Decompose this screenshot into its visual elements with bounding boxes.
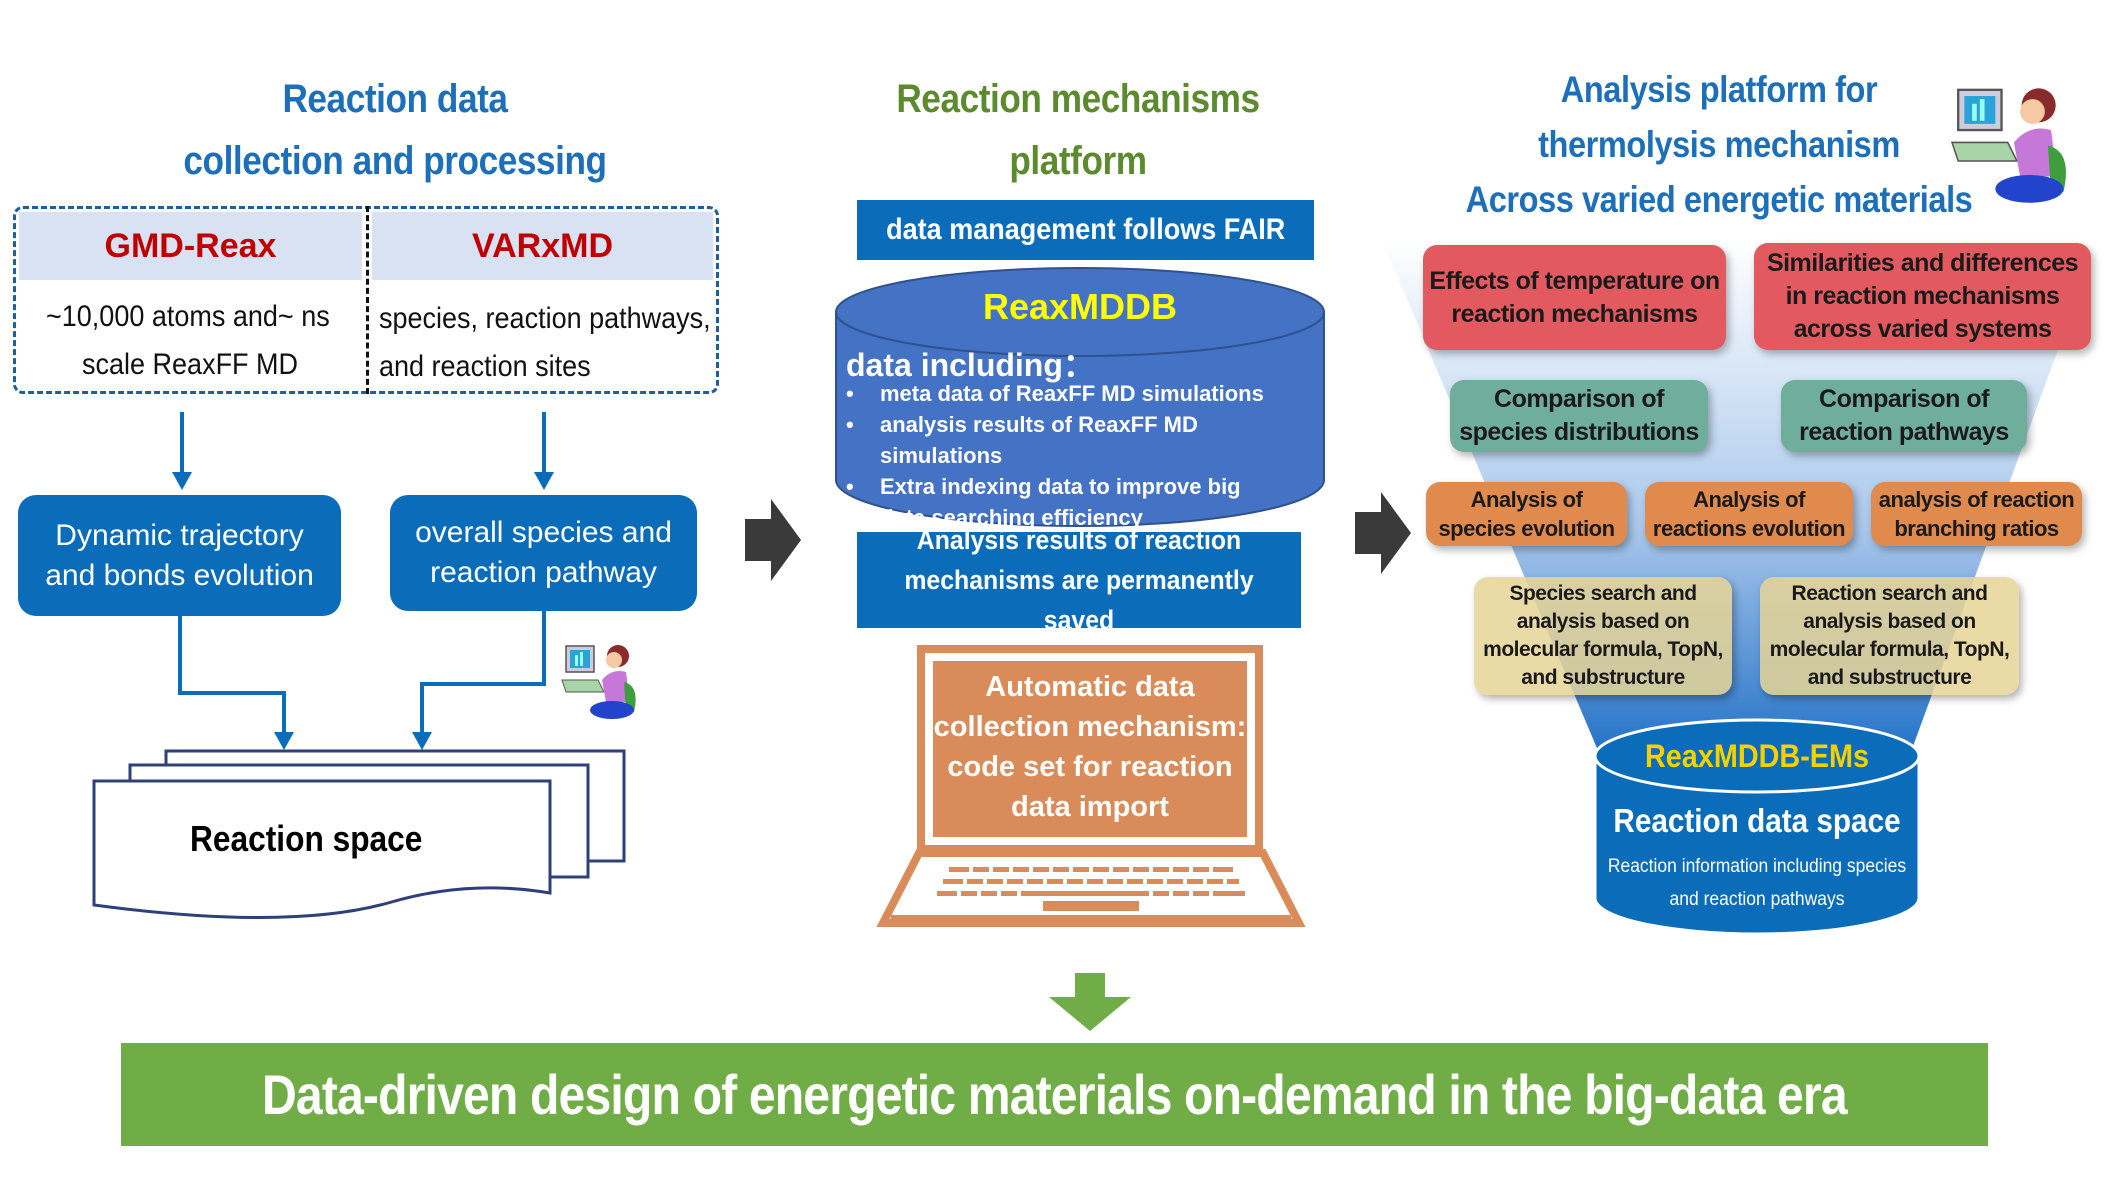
- gmd-reax-header: GMD-Reax: [19, 212, 362, 280]
- left-title-line1: Reaction data: [282, 77, 508, 121]
- fair-box: data management follows FAIR: [857, 200, 1314, 260]
- saved-results-box: Analysis results of reaction mechanisms …: [857, 525, 1301, 635]
- arrow-down-green: [1049, 973, 1131, 1031]
- saved-line2: mechanisms are permanently saved: [904, 565, 1254, 635]
- overall-species-box: overall species and reaction pathway: [390, 495, 697, 611]
- right-panel-title: Analysis platform for thermolysis mechan…: [1455, 62, 1983, 227]
- reaction-space-docs: [92, 749, 626, 919]
- varxmd-desc-line2: and reaction sites: [379, 350, 591, 383]
- db-data-heading: data including：: [846, 347, 1095, 383]
- middle-title-line2: platform: [1009, 139, 1147, 183]
- db-item: •analysis results of ReaxFF MD simulatio…: [846, 412, 1198, 468]
- left-panel-title: Reaction data collection and processing: [131, 68, 659, 192]
- arrow-right-1: [745, 499, 801, 581]
- reaxmddb-cylinder: [835, 267, 1325, 527]
- right-title-line2: thermolysis mechanism: [1538, 124, 1900, 165]
- reaction-space-label: Reaction space: [190, 818, 423, 859]
- laptop-line3: code set for reaction: [947, 751, 1233, 783]
- gmd-reax-desc-line2: scale ReaxFF MD: [82, 348, 299, 381]
- varxmd-header: VARxMD: [372, 212, 713, 280]
- dynamic-line2: and bonds evolution: [45, 558, 314, 592]
- conclusion-banner: Data-driven design of energetic material…: [121, 1043, 1988, 1146]
- overall-line1: overall species and: [415, 516, 672, 549]
- laptop-line4: data import: [1011, 791, 1169, 823]
- dynamic-line1: Dynamic trajectory: [55, 518, 304, 552]
- reaxmddb-ems-cylinder: [1593, 718, 1921, 936]
- overall-line2: reaction pathway: [430, 556, 657, 589]
- laptop-screen-text: Automatic data collection mechanism: cod…: [933, 667, 1247, 827]
- table-column-divider: [366, 206, 369, 394]
- right-title-line1: Analysis platform for: [1560, 69, 1878, 110]
- reaxmddb-name: ReaxMDDB: [982, 286, 1178, 327]
- fair-box-text: data management follows FAIR: [885, 213, 1286, 246]
- db-items-list: •meta data of ReaxFF MD simulations •ana…: [846, 378, 1326, 533]
- saved-line1: Analysis results of reaction: [916, 525, 1242, 555]
- left-title-line2: collection and processing: [183, 139, 607, 183]
- arrow-right-2: [1355, 492, 1411, 574]
- reaction-data-space-desc: Reaction information including species a…: [1607, 856, 1907, 910]
- reaxmddb-ems-name: ReaxMDDB-EMs: [1644, 738, 1870, 774]
- right-title-line3: Across varied energetic materials: [1465, 179, 1973, 220]
- middle-panel-title: Reaction mechanisms platform: [814, 68, 1342, 192]
- person-computer-icon: [1950, 88, 2066, 203]
- banner-text: Data-driven design of energetic material…: [262, 1063, 1848, 1126]
- db-item: •Extra indexing data to improve big data…: [846, 474, 1241, 530]
- dynamic-trajectory-box: Dynamic trajectory and bonds evolution: [18, 495, 341, 616]
- person-computer-icon: [561, 645, 636, 719]
- laptop-icon: [876, 645, 1306, 927]
- reaction-data-space-title: Reaction data space: [1613, 802, 1901, 839]
- gmd-reax-desc-line1: ~10,000 atoms and~ ns: [46, 300, 330, 333]
- middle-title-line1: Reaction mechanisms: [896, 77, 1260, 121]
- db-item: •meta data of ReaxFF MD simulations: [846, 381, 1264, 406]
- varxmd-desc-line1: species, reaction pathways,: [379, 302, 711, 335]
- laptop-line1: Automatic data: [985, 671, 1195, 703]
- laptop-line2: collection mechanism:: [933, 711, 1247, 743]
